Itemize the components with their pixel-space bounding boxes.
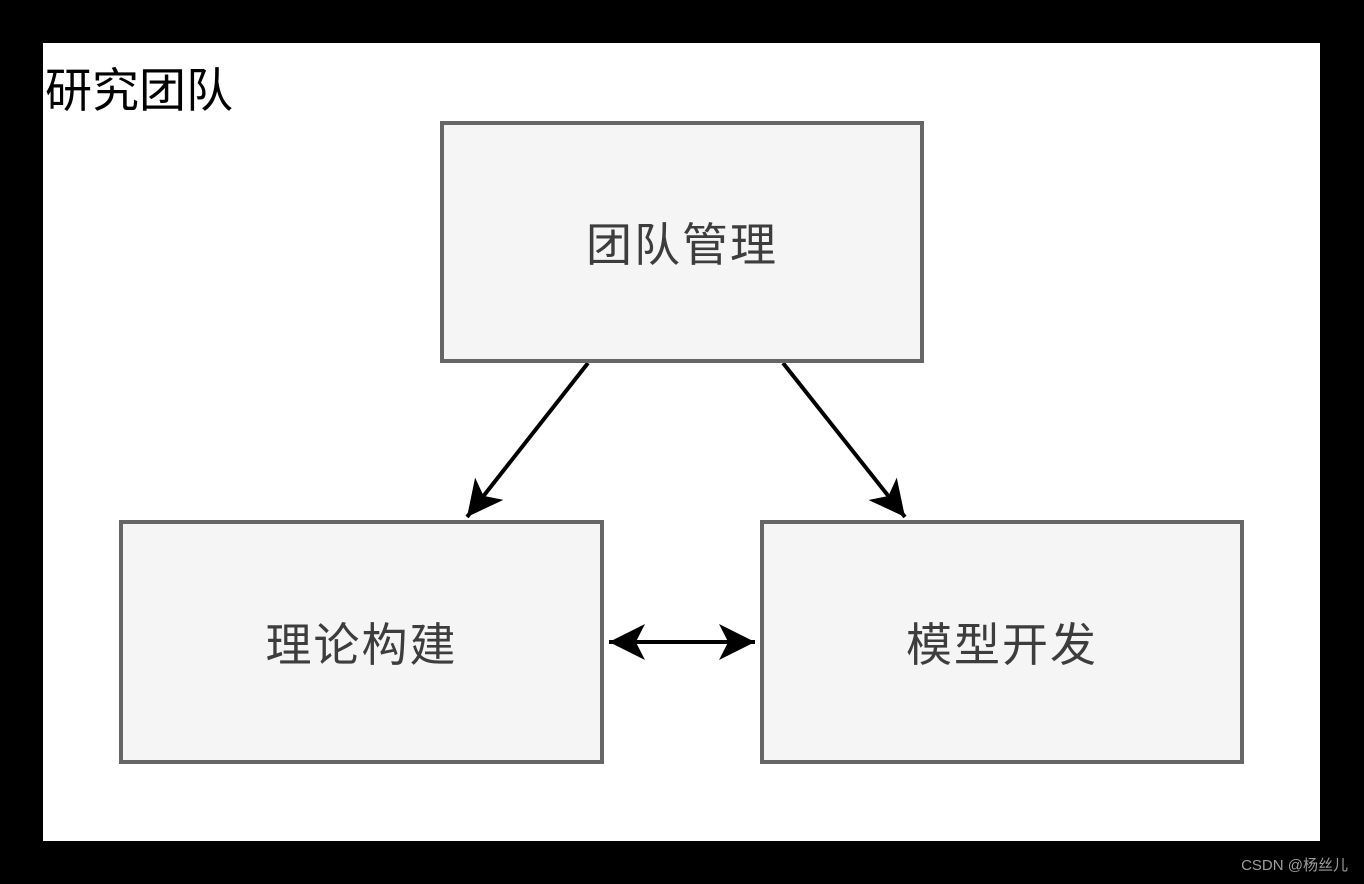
diagram-canvas: 研究团队 团队管理 理论构建 模型开发: [43, 43, 1320, 841]
edge-team-to-theory-arrow: [465, 361, 590, 519]
node-model-development: 模型开发: [760, 520, 1244, 764]
node-theory-building: 理论构建: [119, 520, 604, 764]
node-team-management-label: 团队管理: [586, 219, 778, 271]
diagram-title: 研究团队: [45, 64, 233, 117]
node-team-management: 团队管理: [440, 121, 924, 363]
csdn-watermark: CSDN @杨丝儿: [1241, 857, 1348, 874]
edge-team-to-model-arrow: [781, 361, 907, 519]
node-model-development-label: 模型开发: [906, 619, 1098, 671]
node-theory-building-label: 理论构建: [265, 619, 458, 671]
